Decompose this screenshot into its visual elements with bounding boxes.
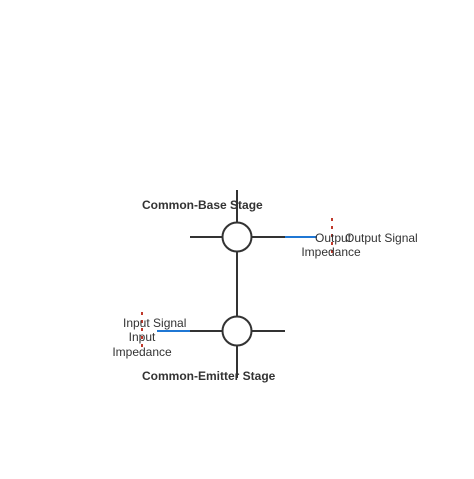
ce-transistor-node [221, 315, 253, 347]
input-annotations: Input Signal Input Impedance [112, 312, 186, 359]
output-impedance-label-line2: Impedance [301, 245, 361, 259]
common-base-stage: Common-Base Stage [142, 190, 317, 253]
common-emitter-stage: Common-Emitter Stage [142, 315, 285, 383]
output-signal-label: Output Signal [345, 231, 418, 245]
input-impedance-label-line1: Input [129, 330, 156, 344]
cb-stage-label: Common-Base Stage [142, 198, 263, 212]
output-impedance-label-line1: Output [315, 231, 352, 245]
ce-stage-label: Common-Emitter Stage [142, 369, 276, 383]
output-annotations: Output Signal Output Impedance [301, 218, 418, 259]
input-signal-label: Input Signal [123, 316, 186, 330]
cb-transistor-node [221, 221, 253, 253]
input-impedance-label-line2: Impedance [112, 345, 172, 359]
